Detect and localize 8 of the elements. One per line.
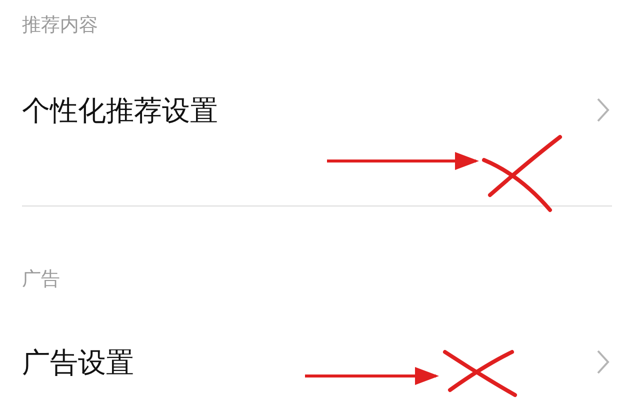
arrow [327, 152, 479, 170]
cross-mark [443, 350, 517, 397]
arrow [305, 367, 439, 385]
cross-mark [482, 135, 562, 212]
settings-item-label: 个性化推荐设置 [22, 93, 218, 129]
section-header: 广告 [22, 267, 60, 292]
section-header: 推荐内容 [22, 13, 98, 38]
settings-item-label: 广告设置 [22, 345, 134, 381]
